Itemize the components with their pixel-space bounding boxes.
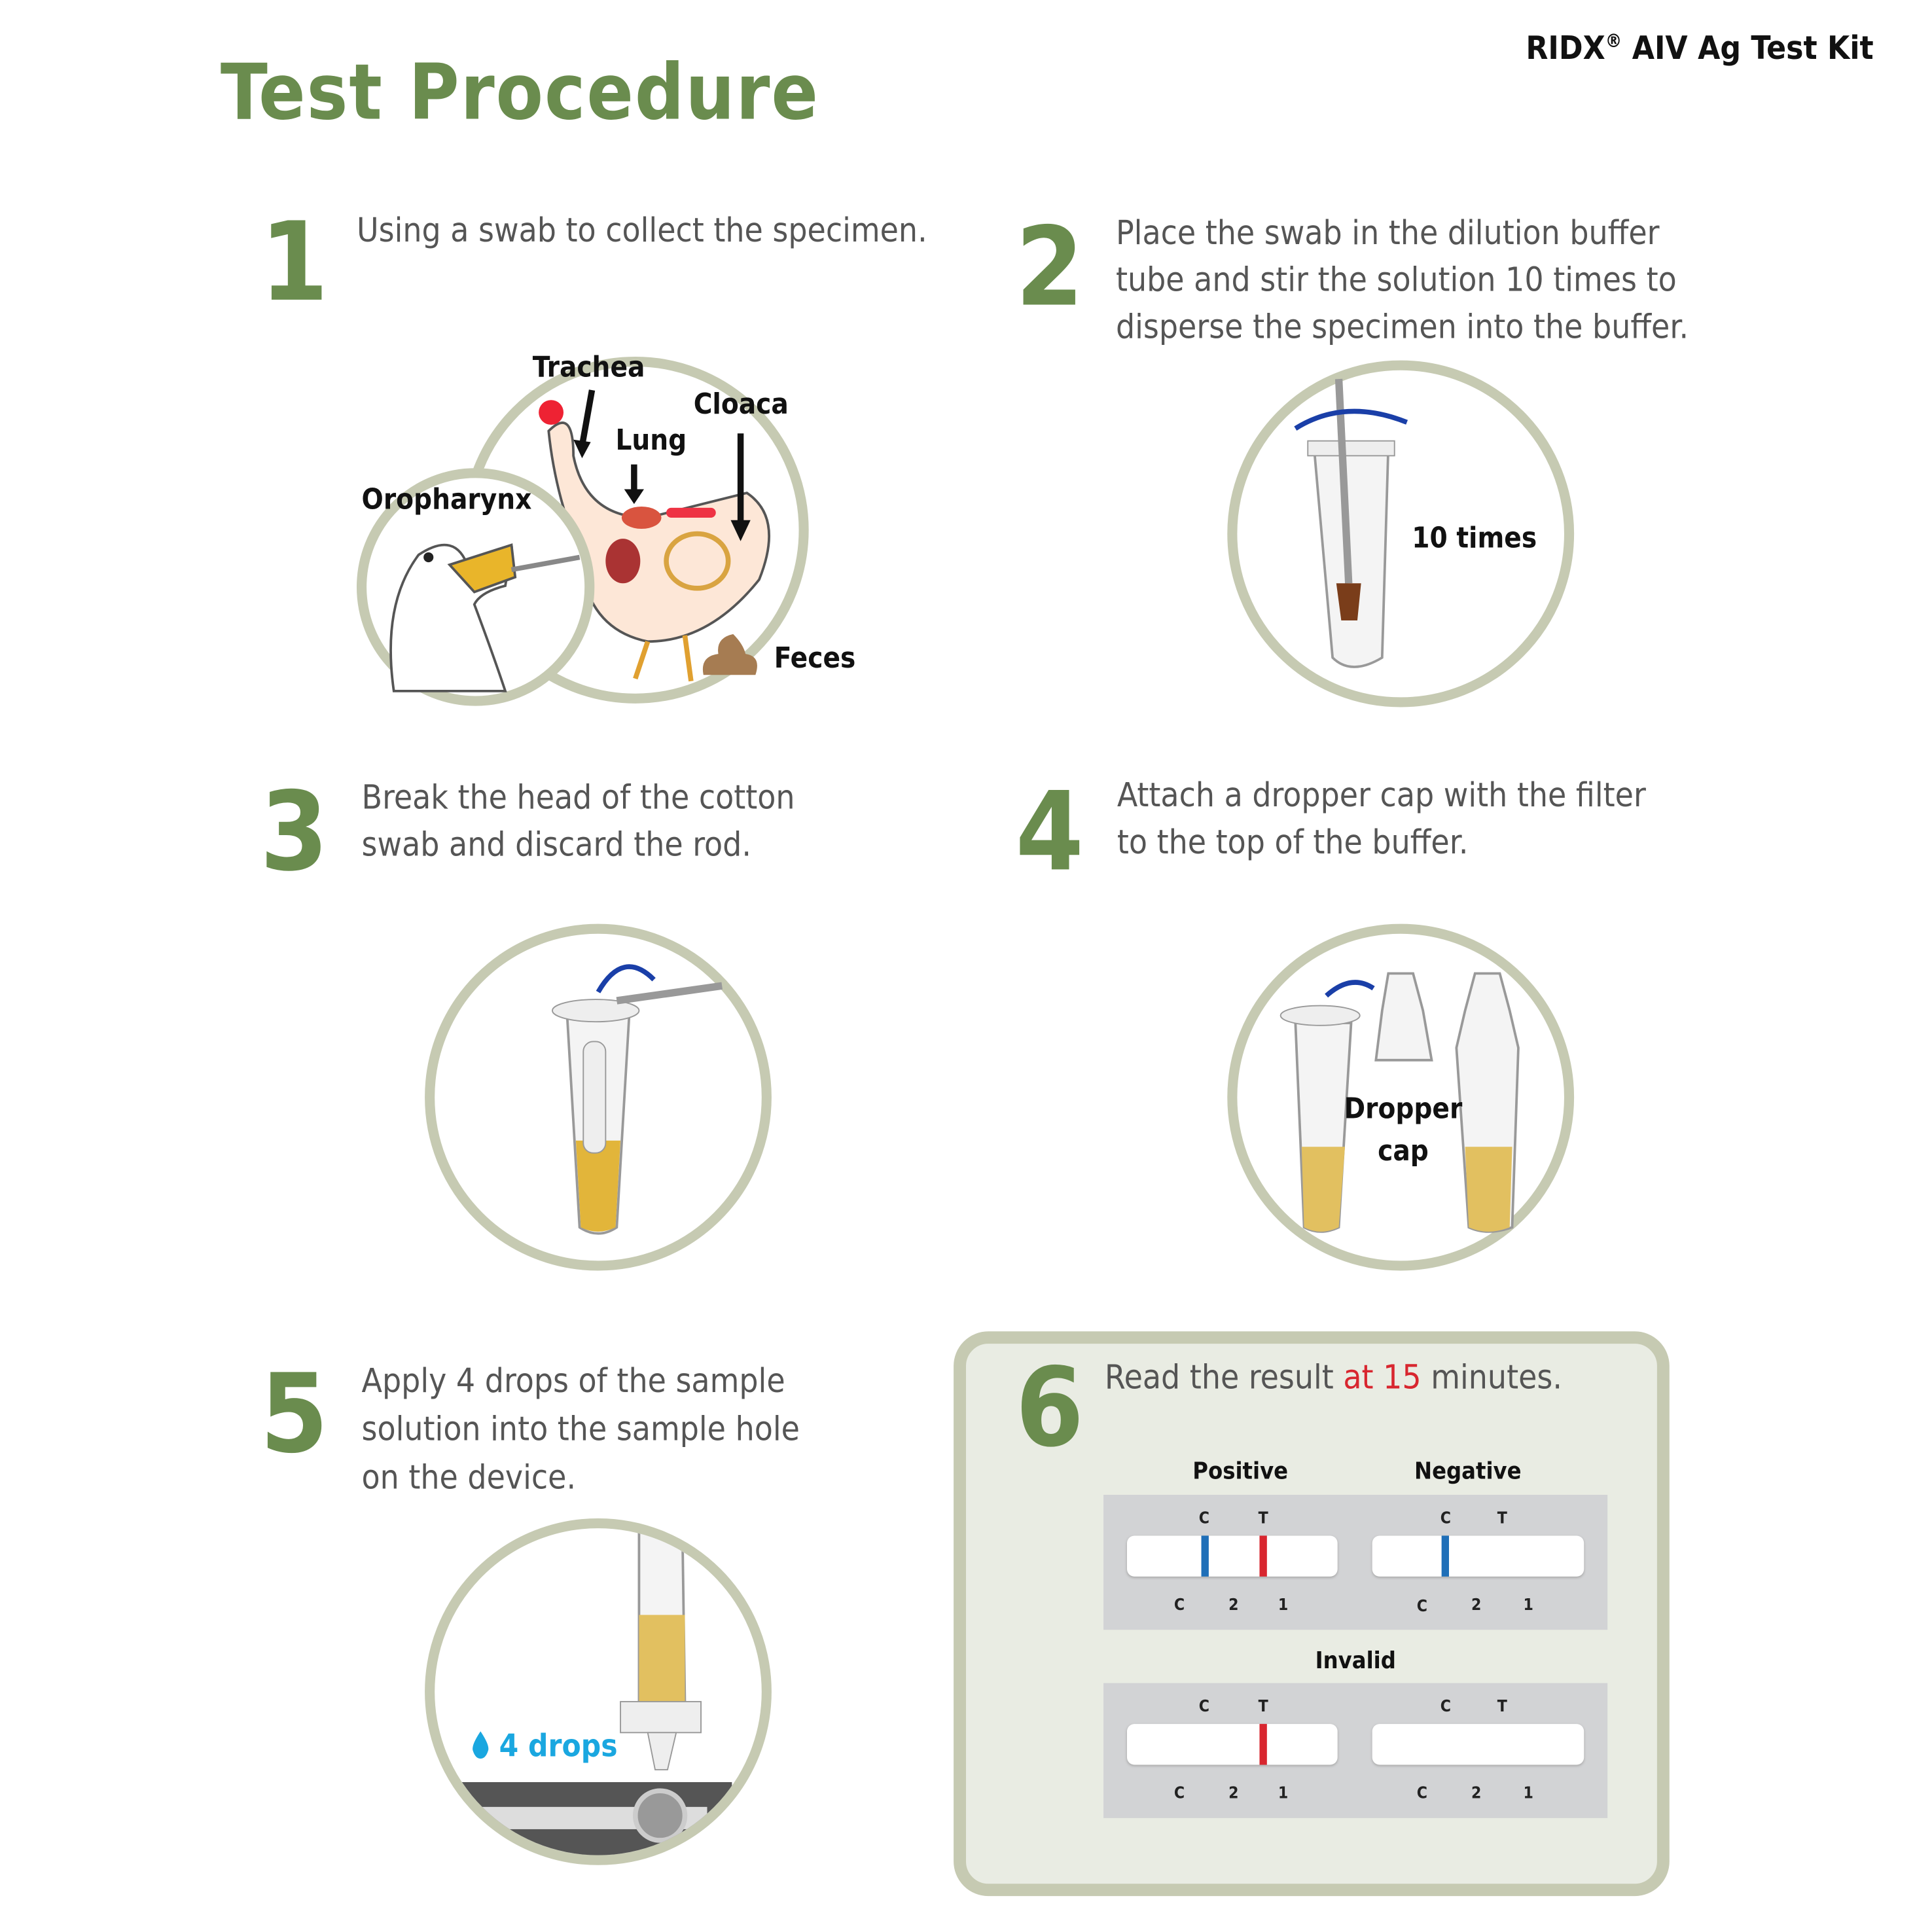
dropper-cap-label: Dropper cap	[1342, 1088, 1463, 1173]
test-line	[1259, 1724, 1267, 1765]
step-2-line: disperse the specimen into the buffer.	[1115, 308, 1689, 347]
step-3-line: Break the head of the cotton	[361, 779, 795, 817]
kit-name: RIDX® AIV Ag Test Kit	[1526, 29, 1873, 67]
step-5-line: Apply 4 drops of the sample	[361, 1362, 785, 1401]
step-6-text: Read the result at 15 minutes.	[1105, 1355, 1562, 1402]
step-2-text: Place the swab in the dilution buffer tu…	[1116, 211, 1689, 352]
registered-mark: ®	[1605, 29, 1622, 52]
step-5-text: Apply 4 drops of the sample solution int…	[362, 1357, 800, 1502]
break-swab-illustration	[552, 964, 723, 1235]
drop-icon	[473, 1731, 489, 1759]
step-4-text: Attach a dropper cap with the filter to …	[1117, 773, 1646, 867]
kit-brand: RIDX	[1526, 30, 1605, 68]
feces-icon	[702, 634, 757, 675]
step-1-number: 1	[260, 198, 329, 326]
duck-illustration	[389, 543, 581, 692]
invalid-strip-test-only	[1126, 1724, 1338, 1765]
step-6-text-start: Read the result	[1104, 1358, 1344, 1397]
mark-bottom-c: C	[1173, 1596, 1185, 1615]
mark-c: C	[1198, 1509, 1210, 1529]
tube-stir-illustration	[1294, 378, 1408, 668]
mark-c: C	[1440, 1509, 1452, 1529]
mark-bottom-c: C	[1173, 1784, 1185, 1804]
device-illustration	[459, 1528, 732, 1855]
mark-t: T	[1497, 1509, 1507, 1529]
mark-bottom-2: 2	[1228, 1596, 1239, 1615]
dropper-cap-label-line: Dropper	[1344, 1093, 1463, 1126]
mark-bottom-1: 1	[1278, 1784, 1289, 1804]
oropharynx-label: Oropharynx	[361, 484, 532, 517]
control-line	[1441, 1535, 1449, 1577]
step-5-line: on the device.	[361, 1459, 577, 1497]
mark-bottom-1: 1	[1278, 1596, 1289, 1615]
mark-t: T	[1258, 1509, 1268, 1529]
negative-label: Negative	[1414, 1458, 1522, 1485]
mark-bottom-2: 2	[1471, 1784, 1482, 1804]
mark-c: C	[1198, 1698, 1210, 1717]
mark-c: C	[1440, 1698, 1452, 1717]
mark-bottom-c: C	[1416, 1784, 1428, 1804]
step-6-text-end: minutes.	[1421, 1358, 1562, 1397]
step-2-number: 2	[1015, 203, 1084, 331]
mark-t: T	[1497, 1698, 1507, 1717]
positive-strip	[1126, 1535, 1338, 1577]
feces-label: Feces	[774, 643, 856, 675]
positive-label: Positive	[1192, 1458, 1289, 1485]
step-4-line: to the top of the buffer.	[1117, 823, 1469, 863]
step-3-line: swab and discard the rod.	[361, 826, 751, 865]
negative-strip	[1372, 1535, 1584, 1577]
mark-bottom-1: 1	[1523, 1784, 1533, 1804]
invalid-strip-no-lines	[1372, 1724, 1584, 1765]
trachea-label: Trachea	[532, 351, 645, 384]
control-line	[1201, 1535, 1209, 1577]
invalid-label: Invalid	[1315, 1647, 1396, 1675]
test-line	[1259, 1535, 1267, 1577]
step-4-line: Attach a dropper cap with the filter	[1117, 776, 1646, 815]
cloaca-label: Cloaca	[693, 389, 789, 421]
kit-suffix: AIV Ag Test Kit	[1622, 30, 1874, 68]
step-1-text: Using a swab to collect the specimen.	[356, 211, 927, 251]
mark-bottom-1: 1	[1523, 1596, 1533, 1615]
page-title: Test Procedure	[220, 46, 819, 138]
mark-bottom-2: 2	[1471, 1596, 1482, 1615]
dropper-cap-illustration	[1279, 972, 1520, 1233]
step-6-time-highlight: at 15	[1343, 1358, 1422, 1397]
step-6-number: 6	[1015, 1344, 1084, 1472]
mark-t: T	[1258, 1698, 1268, 1717]
ten-times-label: 10 times	[1412, 522, 1537, 555]
lung-label: Lung	[615, 425, 687, 457]
step-2-line: Place the swab in the dilution buffer	[1115, 214, 1660, 253]
chicken-illustration	[539, 400, 770, 682]
step-5-line: solution into the sample hole	[361, 1410, 800, 1449]
apply-drops-circle	[425, 1518, 772, 1865]
step-3-text: Break the head of the cotton swab and di…	[362, 776, 795, 870]
mark-bottom-c: C	[1416, 1598, 1428, 1617]
dropper-cap-label-line: cap	[1378, 1136, 1429, 1168]
step-3-number: 3	[260, 768, 329, 896]
step-2-line: tube and stir the solution 10 times to	[1115, 261, 1677, 300]
step-4-number: 4	[1015, 768, 1084, 896]
arrow-icons	[573, 389, 751, 541]
four-drops-label: 4 drops	[499, 1727, 618, 1764]
mark-bottom-2: 2	[1228, 1784, 1239, 1804]
step-5-number: 5	[260, 1350, 329, 1478]
